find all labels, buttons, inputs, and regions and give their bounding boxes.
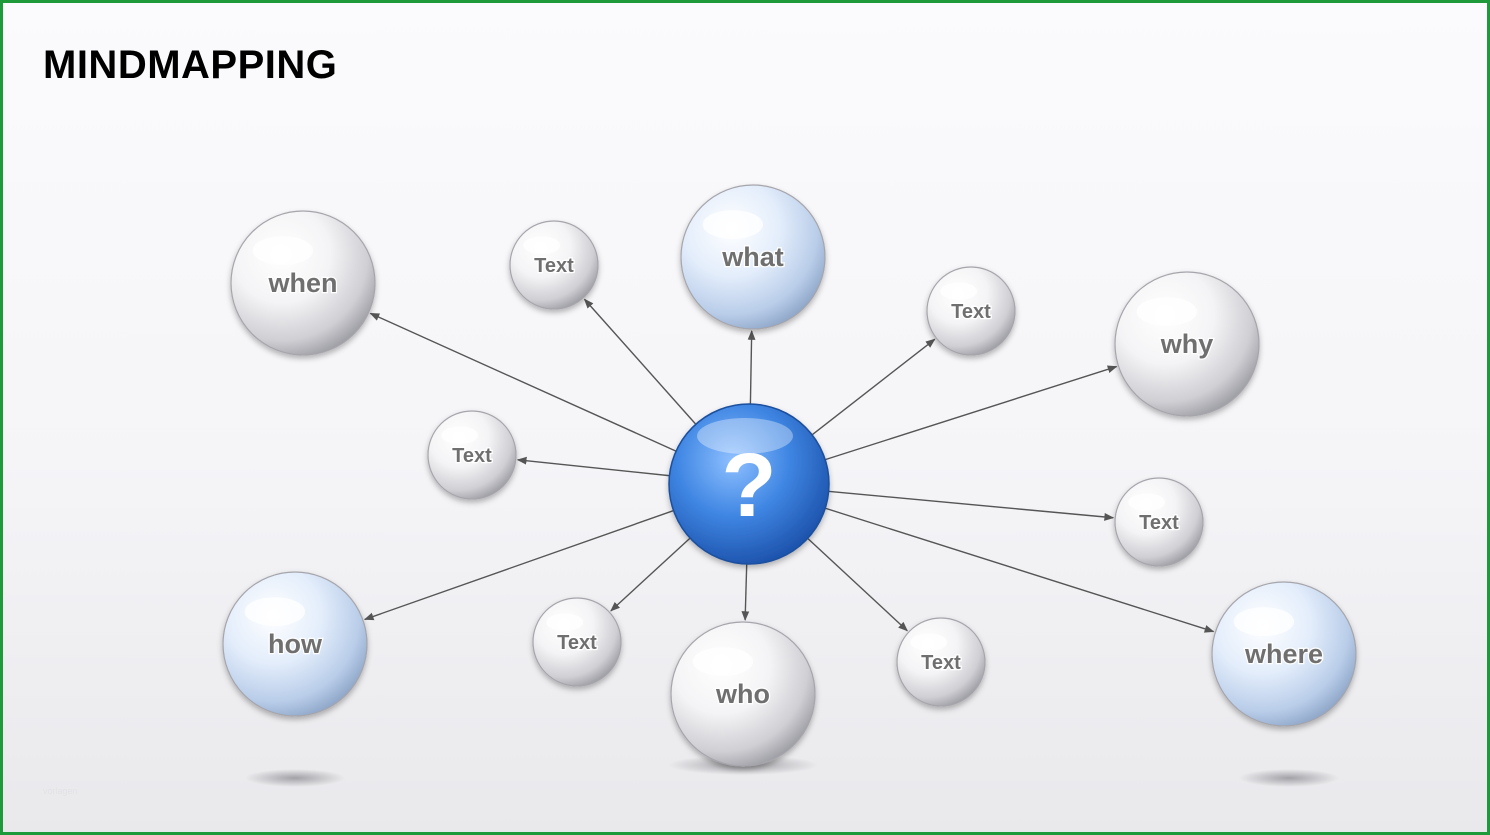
watermark-text: vorlagen [43, 786, 78, 796]
bubble-highlight [441, 426, 479, 445]
connector-arrow-text-1 [583, 298, 698, 427]
bubble-label: what [721, 242, 784, 272]
connector-arrow-where [823, 506, 1215, 633]
bubble-highlight [523, 236, 561, 254]
slide-title: MINDMAPPING [43, 43, 338, 87]
bubble-label: Text [557, 632, 597, 654]
bubble-label: Text [452, 445, 492, 467]
connector-arrow-text-3 [516, 456, 672, 477]
connector-arrow-how [363, 509, 676, 621]
bubble-highlight [1233, 607, 1295, 636]
connector-arrow-text-2 [810, 338, 936, 437]
connector-arrow-text-6 [805, 536, 908, 632]
bubble-label: who [715, 679, 770, 709]
bubble-highlight [1128, 493, 1166, 512]
bubble-node-text-5: Text [532, 597, 622, 687]
floor-shadow [245, 769, 345, 787]
connector-arrow-text-4 [826, 490, 1115, 521]
connector-arrow-text-5 [610, 536, 693, 612]
mindmap-diagram: whenwhatwhyhowwhowhereTextTextTextTextTe… [222, 184, 1357, 787]
bubble-highlight [692, 647, 754, 676]
bubble-node-where: where [1211, 581, 1357, 727]
bubble-label: where [1244, 639, 1323, 669]
bubble-node-why: why [1114, 271, 1260, 417]
connector-arrow-what [747, 330, 756, 407]
center-highlight [697, 418, 793, 454]
bubble-node-how: how [222, 571, 368, 717]
floor-shadow [1239, 769, 1339, 787]
bubble-node-what: what [680, 184, 826, 330]
bubble-highlight [252, 236, 314, 265]
connector-arrow-when [369, 312, 679, 453]
bubble-node-text-2: Text [926, 266, 1016, 356]
bubble-node-text-3: Text [427, 410, 517, 500]
bubble-node-text-6: Text [896, 617, 986, 707]
bubble-highlight [546, 613, 584, 631]
bubble-label: why [1160, 329, 1214, 359]
bubble-highlight [910, 633, 948, 651]
center-bubble: ? [668, 403, 830, 565]
bubble-highlight [1136, 297, 1198, 326]
center-circle [668, 403, 830, 565]
bubble-label: Text [921, 652, 961, 674]
bubble-label: how [268, 629, 323, 659]
bubble-node-who: who [670, 621, 816, 767]
bubble-highlight [702, 210, 764, 240]
bubble-highlight [940, 282, 978, 301]
bubble-node-when: when [230, 210, 376, 356]
bubble-nodes: whenwhatwhyhowwhowhereTextTextTextTextTe… [222, 184, 1357, 767]
bubble-node-text-1: Text [509, 220, 599, 310]
bubble-label: when [267, 268, 337, 298]
floor-shadows [245, 755, 1339, 787]
bubble-label: Text [951, 301, 991, 323]
question-mark-label: ? [722, 436, 777, 536]
bubble-label: Text [1139, 512, 1179, 534]
bubble-highlight [244, 597, 306, 626]
connector-lines [363, 298, 1215, 633]
bubble-node-text-4: Text [1114, 477, 1204, 567]
connector-arrow-who [741, 561, 750, 622]
bubble-label: Text [534, 255, 574, 277]
connector-arrow-why [823, 365, 1118, 461]
